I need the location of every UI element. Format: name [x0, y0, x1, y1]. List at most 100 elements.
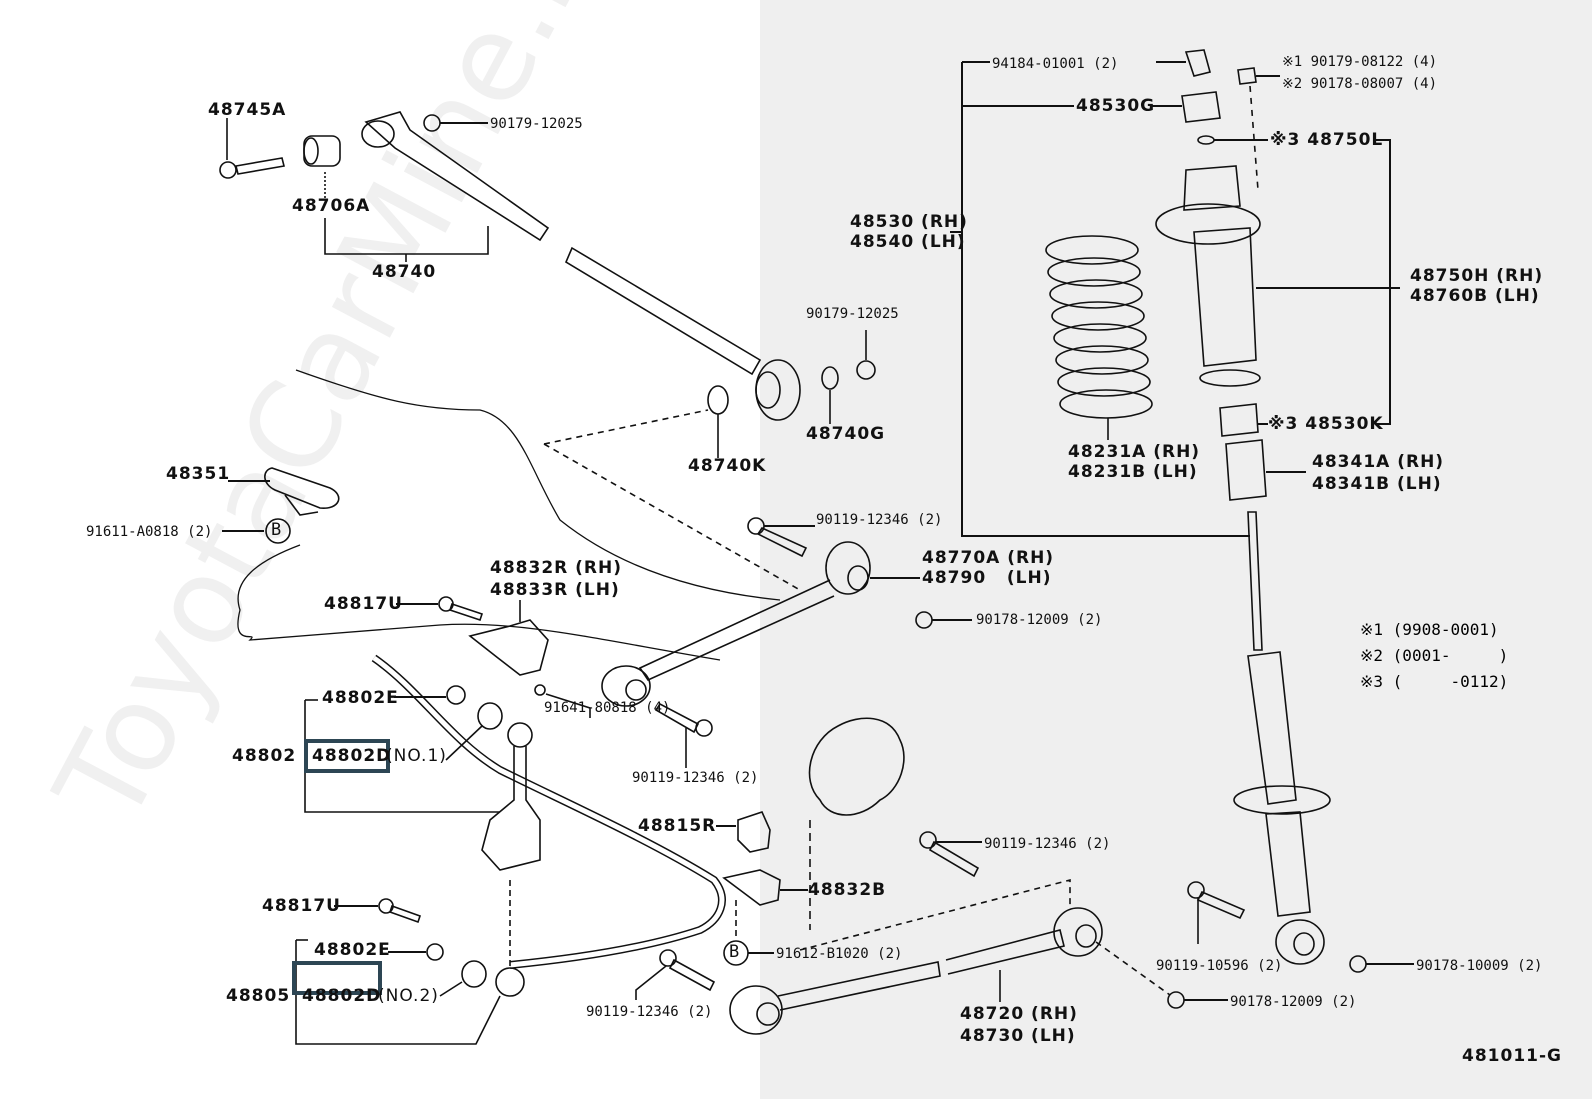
label-48815R[interactable]: 48815R [638, 816, 717, 836]
mount-48750H [1155, 165, 1261, 387]
washer-48750L [1197, 135, 1215, 145]
label-48802E-bottom[interactable]: 48802E [314, 940, 391, 960]
label-48740[interactable]: 48740 [372, 262, 437, 282]
bolt-90119-12346-c [919, 831, 980, 878]
note-2: ※2 (0001- ) [1360, 646, 1509, 665]
collar-48802E [446, 685, 466, 705]
bracket-48832B [722, 869, 781, 906]
label-90178-12009-b[interactable]: 90178-12009 (2) [1230, 994, 1357, 1010]
bolt-90119-12346-b [654, 702, 713, 737]
label-90179-12025-mid[interactable]: 90179-12025 [806, 306, 899, 322]
label-48802[interactable]: 48802 [232, 746, 297, 766]
label-48805[interactable]: 48805 [226, 986, 291, 1006]
bolt-90119-12346-a [747, 517, 808, 558]
label-90119-10596[interactable]: 90119-10596 (2) [1156, 958, 1283, 974]
label-48540[interactable]: 48540 (LH) [850, 232, 966, 252]
nut-90178-10009 [1349, 955, 1367, 973]
label-48341B[interactable]: 48341B (LH) [1312, 474, 1442, 494]
lower-link-48720 [729, 907, 1103, 1035]
label-48231A[interactable]: 48231A (RH) [1068, 442, 1201, 462]
washer-48740K [707, 385, 729, 415]
label-48760B[interactable]: 48760B (LH) [1410, 286, 1540, 306]
shaded-background-region [760, 0, 1592, 1099]
label-48341A[interactable]: 48341A (RH) [1312, 452, 1445, 472]
assembly-bracket-48530 [961, 62, 1250, 537]
bumper-48530K [1219, 403, 1259, 437]
bolt-91641-80818 [534, 684, 546, 696]
shock-absorber [1233, 511, 1331, 965]
label-48802D-no1[interactable]: 48802D [312, 746, 392, 766]
label-48817U-top[interactable]: 48817U [324, 594, 403, 614]
label-91641-80818[interactable]: 91641-80818 (4) [544, 700, 671, 716]
label-48730[interactable]: 48730 (LH) [960, 1026, 1076, 1046]
nut-90178-12009-a [915, 611, 933, 629]
bolt-48745A [219, 157, 285, 179]
nut-90179-12025 [423, 114, 488, 132]
bracket-48351 [264, 467, 340, 516]
label-90119-12346-d[interactable]: 90119-12346 (2) [586, 1004, 713, 1020]
label-48802D-no2-suffix: (NO.2) [378, 986, 439, 1006]
stabilizer-bar-end [495, 967, 525, 997]
label-48817U-bottom[interactable]: 48817U [262, 896, 341, 916]
label-48745A[interactable]: 48745A [208, 100, 287, 120]
label-48750L[interactable]: ※3 48750L [1270, 130, 1384, 150]
washer-48740G [821, 366, 839, 390]
label-90178-12009-a[interactable]: 90178-12009 (2) [976, 612, 1103, 628]
label-90178-10009[interactable]: 90178-10009 (2) [1416, 958, 1543, 974]
label-48740K[interactable]: 48740K [688, 456, 767, 476]
bolt-48817U-top [438, 596, 484, 622]
label-48832B[interactable]: 48832B [808, 880, 887, 900]
nut-90179-08122 [1237, 67, 1257, 85]
label-48770A[interactable]: 48770A (RH) [922, 548, 1055, 568]
label-48802E-top[interactable]: 48802E [322, 688, 399, 708]
highlight-48802D-no1 [304, 739, 390, 773]
label-48832R[interactable]: 48832R (RH) [490, 558, 623, 578]
ref-b-label-2: B [729, 942, 740, 962]
coil-spring-48231A [1045, 235, 1153, 419]
label-48833R[interactable]: 48833R (LH) [490, 580, 620, 600]
label-48706A[interactable]: 48706A [292, 196, 371, 216]
bolt-90119-10596 [1187, 881, 1246, 920]
note-3: ※3 ( -0112) [1360, 672, 1509, 691]
bracket-48832R [468, 619, 549, 676]
ref-b-label-1: B [271, 520, 282, 540]
nut-90179-12025-b [856, 360, 876, 380]
bushing-48802D-no1 [477, 702, 503, 730]
diagram-code: 481011-G [1462, 1046, 1562, 1066]
label-91611-A0818[interactable]: 91611-A0818 (2) [86, 524, 213, 540]
label-90119-12346-c[interactable]: 90119-12346 (2) [984, 836, 1111, 852]
bushing-48815R [737, 811, 771, 853]
label-48720[interactable]: 48720 (RH) [960, 1004, 1078, 1024]
label-90119-12346-b[interactable]: 90119-12346 (2) [632, 770, 759, 786]
label-90178-08007[interactable]: ※2 90178-08007 (4) [1282, 76, 1438, 92]
upper-arm-48740 [361, 111, 801, 421]
ref-circle-b-1 [265, 518, 291, 544]
label-90179-12025-top[interactable]: 90179-12025 [490, 116, 583, 132]
label-48530K[interactable]: ※3 48530K [1268, 414, 1384, 434]
stabilizer-link-48802 [481, 722, 541, 871]
collar-48802E-bottom [426, 943, 444, 961]
bolt-90119-12346-d [659, 949, 716, 992]
knuckle [808, 717, 905, 816]
bushing-48706A [303, 135, 341, 167]
nut-90178-12009-b [1167, 991, 1185, 1009]
cap-48530G [1181, 91, 1221, 123]
label-90179-08122[interactable]: ※1 90179-08122 (4) [1282, 54, 1438, 70]
label-48790[interactable]: 48790 (LH) [922, 568, 1052, 588]
highlight-48802D-no2 [292, 961, 382, 995]
label-94184-01001[interactable]: 94184-01001 (2) [992, 56, 1119, 72]
label-48530G[interactable]: 48530G [1076, 96, 1156, 116]
label-48802D-no2[interactable]: 48802D [302, 986, 382, 1006]
label-48750H[interactable]: 48750H (RH) [1410, 266, 1544, 286]
label-91612-B1020[interactable]: 91612-B1020 (2) [776, 946, 903, 962]
label-48351[interactable]: 48351 [166, 464, 231, 484]
note-1: ※1 (9908-0001) [1360, 620, 1499, 639]
bushing-48802D-no2 [461, 960, 487, 988]
label-48231B[interactable]: 48231B (LH) [1068, 462, 1198, 482]
label-90119-12346-a[interactable]: 90119-12346 (2) [816, 512, 943, 528]
bump-stop-48341A [1225, 439, 1267, 501]
nut-94184-01001 [1184, 49, 1211, 77]
label-48530[interactable]: 48530 (RH) [850, 212, 968, 232]
label-48740G[interactable]: 48740G [806, 424, 886, 444]
